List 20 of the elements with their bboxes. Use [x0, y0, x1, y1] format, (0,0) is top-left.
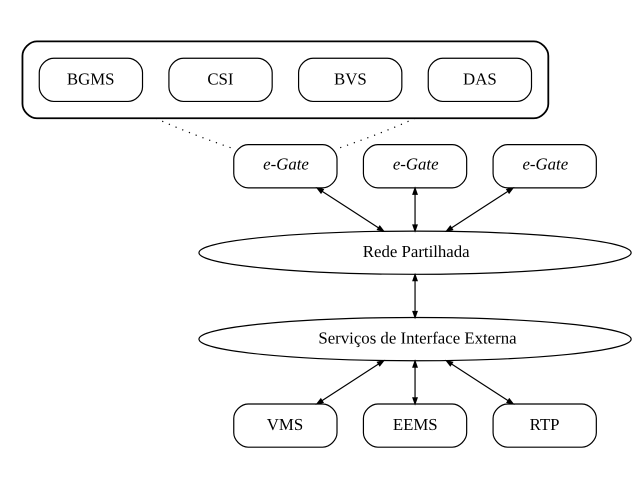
- node-box: e-Gate: [362, 144, 468, 188]
- arrow: [444, 186, 514, 232]
- node-ellipse: Rede Partilhada: [198, 230, 632, 274]
- arrow: [412, 358, 418, 406]
- node-box: RTP: [492, 402, 597, 448]
- arrow: [315, 359, 386, 404]
- node-box: DAS: [428, 57, 532, 102]
- node-box: e-Gate: [492, 144, 597, 188]
- node-box: BGMS: [38, 57, 144, 102]
- arrow: [412, 272, 418, 319]
- node-box: BVS: [298, 57, 402, 102]
- node-box: EEMS: [362, 402, 468, 448]
- node-box: VMS: [233, 402, 338, 448]
- node-ellipse: Serviços de Interface Externa: [198, 316, 632, 361]
- node-box: e-Gate: [233, 144, 338, 188]
- arrow: [316, 186, 386, 232]
- arrow: [444, 359, 515, 404]
- cluster: [22, 40, 550, 119]
- arrow: [412, 186, 418, 232]
- node-box: CSI: [168, 57, 273, 102]
